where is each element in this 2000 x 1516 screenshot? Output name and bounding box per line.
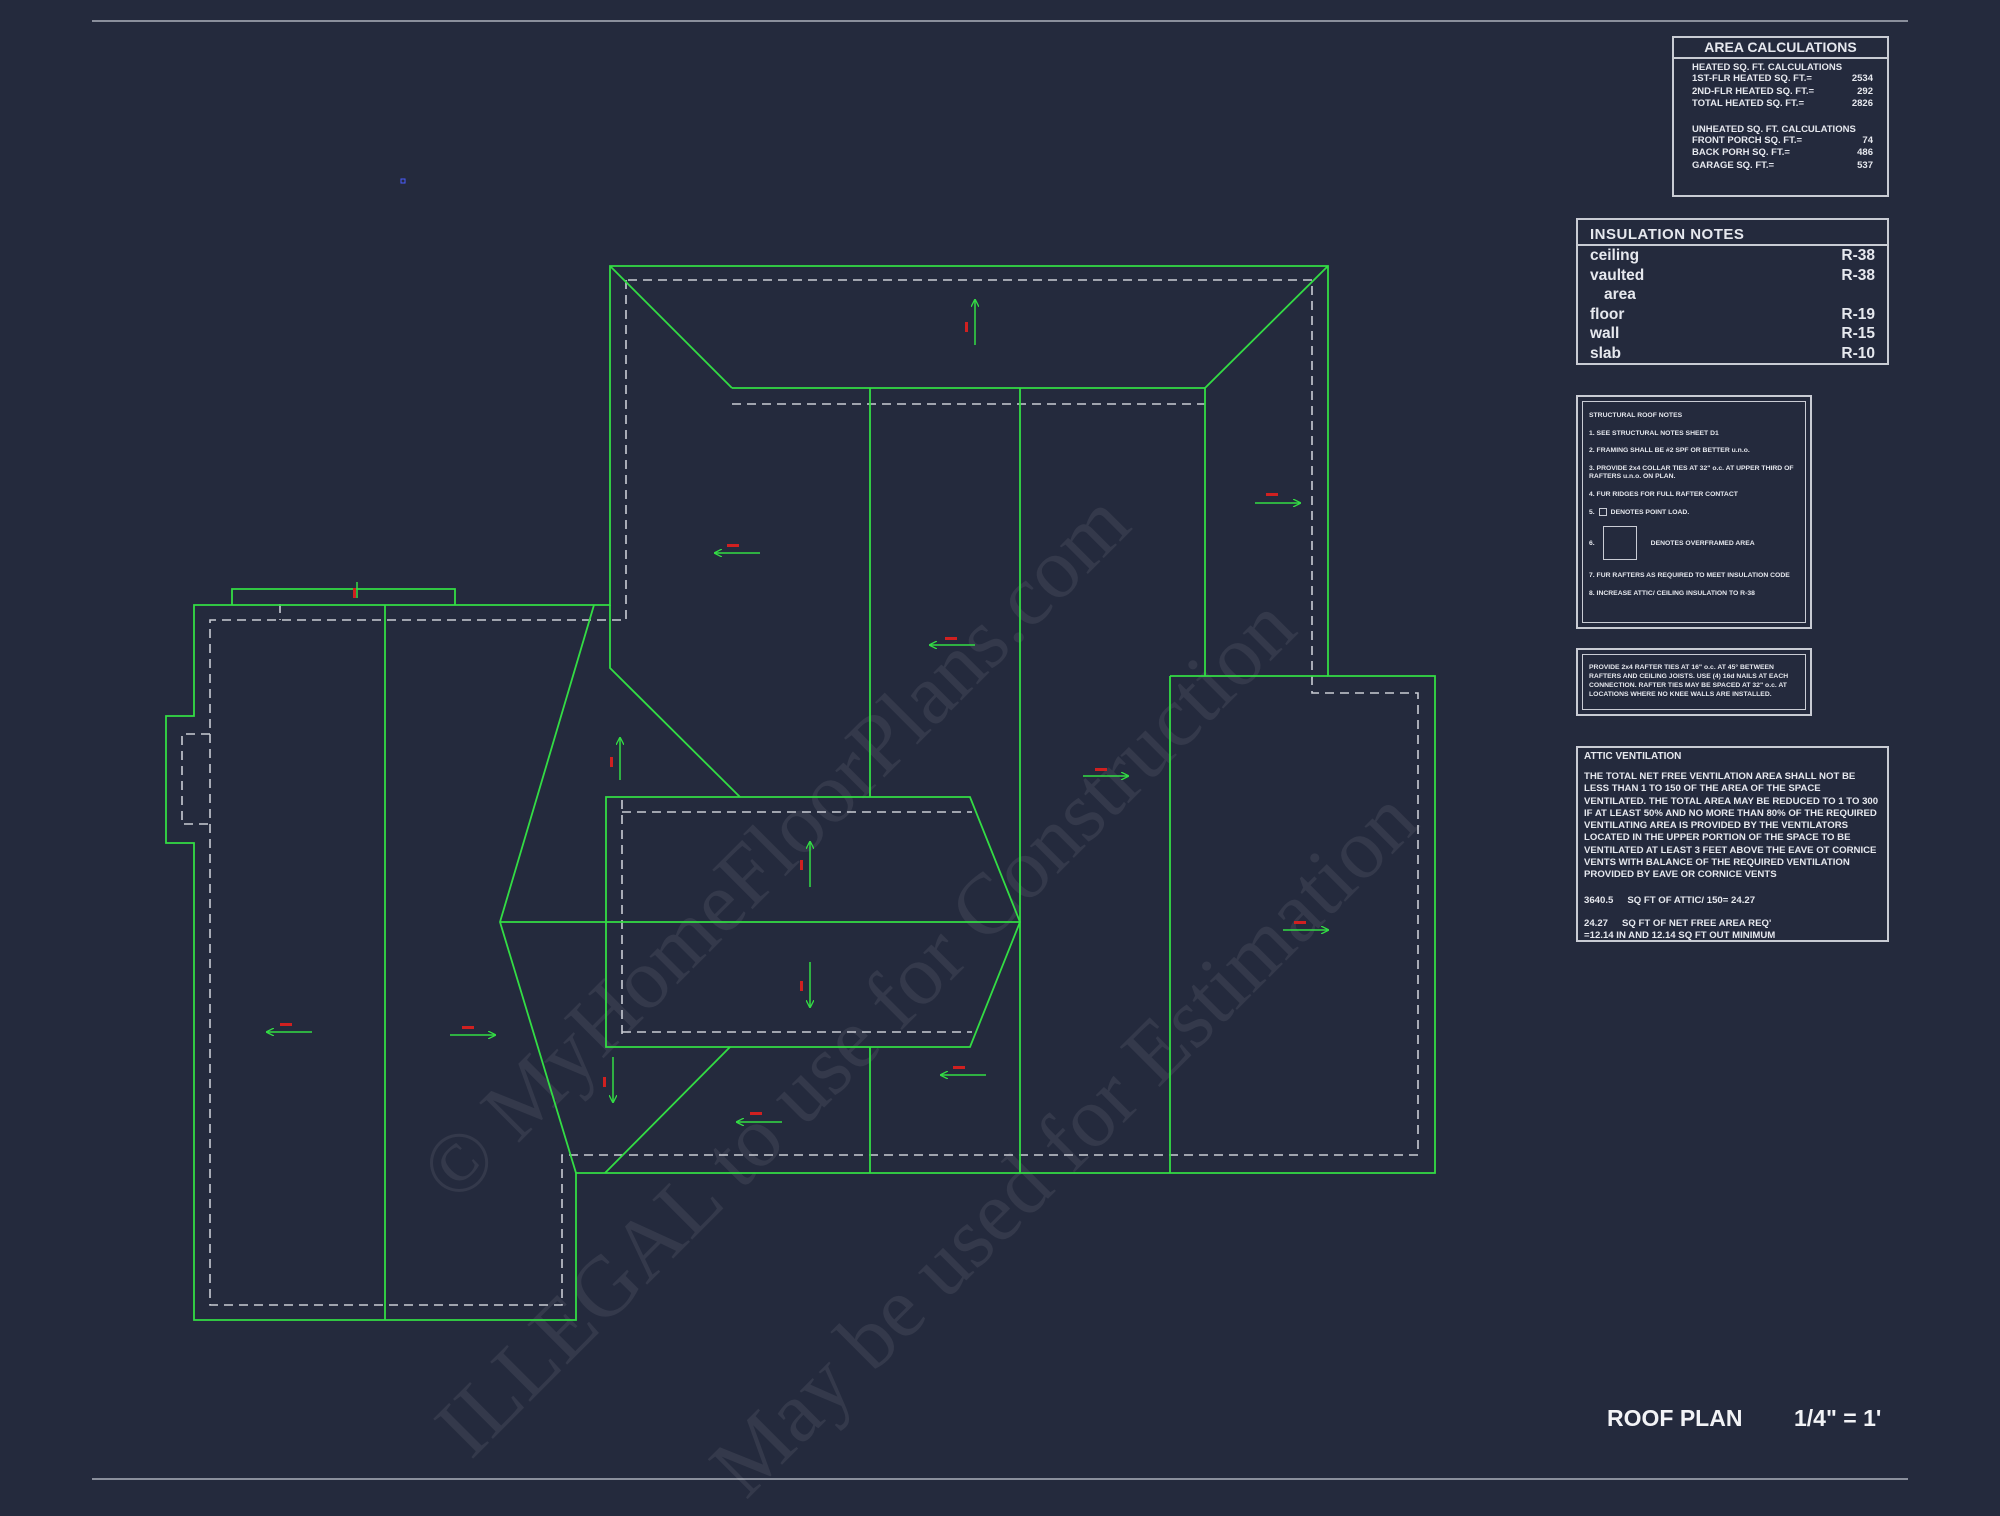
plan-scale: 1/4" = 1' — [1794, 1405, 1882, 1431]
heated-header: HEATED SQ. FT. CALCULATIONS — [1692, 62, 1843, 73]
heated-row: TOTAL HEATED SQ. FT.=2826 — [1692, 98, 1873, 109]
structural-note: 3. PROVIDE 2x4 COLLAR TIES AT 32" o.c. A… — [1589, 464, 1794, 481]
structural-roof-notes-box: STRUCTURAL ROOF NOTES 1. SEE STRUCTURAL … — [1576, 395, 1812, 629]
rafter-ties-note-box: PROVIDE 2x4 RAFTER TIES AT 16" o.c. AT 4… — [1576, 648, 1812, 716]
roof-outline — [165, 265, 1436, 1321]
structural-note: 1. SEE STRUCTURAL NOTES SHEET D1 — [1589, 429, 1719, 437]
area-calculations-title: AREA CALCULATIONS — [1674, 38, 1887, 59]
structural-note: 4. FUR RIDGES FOR FULL RAFTER CONTACT — [1589, 490, 1738, 498]
unheated-row: FRONT PORCH SQ. FT.=74 — [1692, 134, 1873, 146]
unheated-row: BACK PORH SQ. FT.=486 — [1692, 147, 1873, 158]
area-calculations-box: AREA CALCULATIONS HEATED SQ. FT. CALCULA… — [1672, 36, 1889, 197]
overframed-area-icon — [1602, 526, 1637, 561]
point-load-icon — [1598, 508, 1607, 516]
structural-notes-title: STRUCTURAL ROOF NOTES — [1589, 412, 1683, 419]
plan-title: ROOF PLAN — [1607, 1405, 1743, 1431]
top-border-line — [92, 20, 1908, 22]
small-marker — [400, 178, 406, 184]
attic-ventilation-title: ATTIC VENTILATION — [1584, 751, 1682, 762]
rafter-ties-note: PROVIDE 2x4 RAFTER TIES AT 16" o.c. AT 4… — [1582, 654, 1806, 710]
insulation-notes-title: INSULATION NOTES — [1578, 220, 1887, 246]
eave-dashed-lines — [181, 279, 1419, 1306]
structural-note: 8. INCREASE ATTIC/ CEILING INSULATION TO… — [1589, 589, 1755, 597]
unheated-header: UNHEATED SQ. FT. CALCULATIONS — [1692, 123, 1856, 135]
attic-ventilation-text: THE TOTAL NET FREE VENTILATION AREA SHAL… — [1584, 771, 1879, 881]
structural-note: 7. FUR RAFTERS AS REQUIRED TO MEET INSUL… — [1589, 572, 1790, 580]
structural-note: 6.DENOTES OVERFRAMED AREA — [1589, 526, 1799, 561]
structural-note: 5.DENOTES POINT LOAD. — [1589, 508, 1690, 516]
heated-row: 2ND-FLR HEATED SQ. FT.=292 — [1692, 85, 1873, 97]
unheated-row: GARAGE SQ. FT.=537 — [1692, 159, 1873, 171]
attic-calc-2-line-2: =12.14 IN AND 12.14 SQ FT OUT MINIMUM — [1584, 930, 1776, 942]
attic-ventilation-box: ATTIC VENTILATION THE TOTAL NET FREE VEN… — [1576, 746, 1889, 942]
bottom-border-line — [92, 1478, 1908, 1480]
heated-row: 1ST-FLR HEATED SQ. FT.=2534 — [1692, 73, 1873, 84]
insulation-row: area — [1604, 286, 1636, 304]
slope-arrows — [267, 300, 1328, 1122]
structural-note: 2. FRAMING SHALL BE #2 SPF OR BETTER u.n… — [1589, 447, 1750, 454]
pitch-labels — [280, 322, 1306, 1115]
